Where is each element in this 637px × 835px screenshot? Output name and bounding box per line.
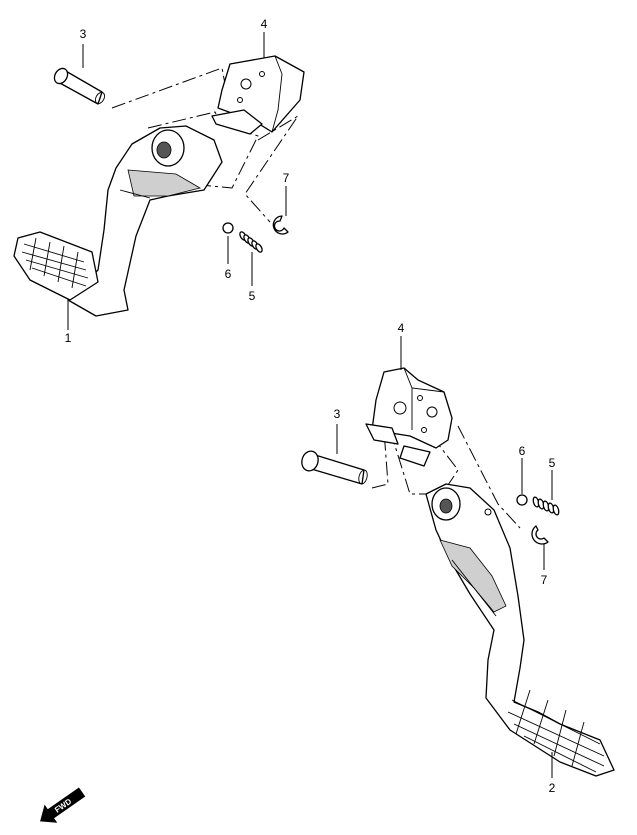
lower-e-clip xyxy=(531,525,549,545)
lower-pin-callout: 3 xyxy=(334,407,341,421)
lower-clip-callout: 7 xyxy=(541,573,548,587)
upper-pedal-callout: 1 xyxy=(65,331,72,345)
upper-pin-callout: 3 xyxy=(80,27,87,41)
upper-ball-callout: 6 xyxy=(225,267,232,281)
upper-bracket xyxy=(211,55,305,135)
upper-pivot-pin xyxy=(53,67,106,105)
upper-footpad-grip xyxy=(21,237,89,289)
upper-bracket-callout: 4 xyxy=(261,17,268,31)
lower-brake-pedal xyxy=(425,483,615,777)
fwd-direction-badge: FWD xyxy=(40,787,86,823)
upper-spring-callout: 5 xyxy=(249,289,256,303)
upper-e-clip xyxy=(272,215,289,235)
upper-clip-callout: 7 xyxy=(283,171,290,185)
lower-detent-ball xyxy=(516,494,528,506)
lower-assembly: 4 3 6 5 7 2 xyxy=(301,321,615,795)
lower-return-spring xyxy=(532,496,560,516)
lower-bracket xyxy=(365,367,453,467)
lower-pivot-pin xyxy=(301,450,368,485)
upper-detent-ball xyxy=(222,222,234,234)
upper-callout-leaders xyxy=(67,32,287,330)
lower-footpad-grip xyxy=(507,689,605,773)
lower-pedal-callout: 2 xyxy=(549,781,556,795)
lower-bracket-callout: 4 xyxy=(398,321,405,335)
lower-ball-callout: 6 xyxy=(519,444,526,458)
upper-return-spring xyxy=(239,231,263,253)
lower-spring-callout: 5 xyxy=(549,456,556,470)
upper-assembly: 3 4 7 6 5 1 xyxy=(13,17,305,345)
arrow-left-icon xyxy=(40,787,86,823)
lower-callout-leaders xyxy=(336,336,553,778)
upper-brake-pedal xyxy=(13,125,223,317)
